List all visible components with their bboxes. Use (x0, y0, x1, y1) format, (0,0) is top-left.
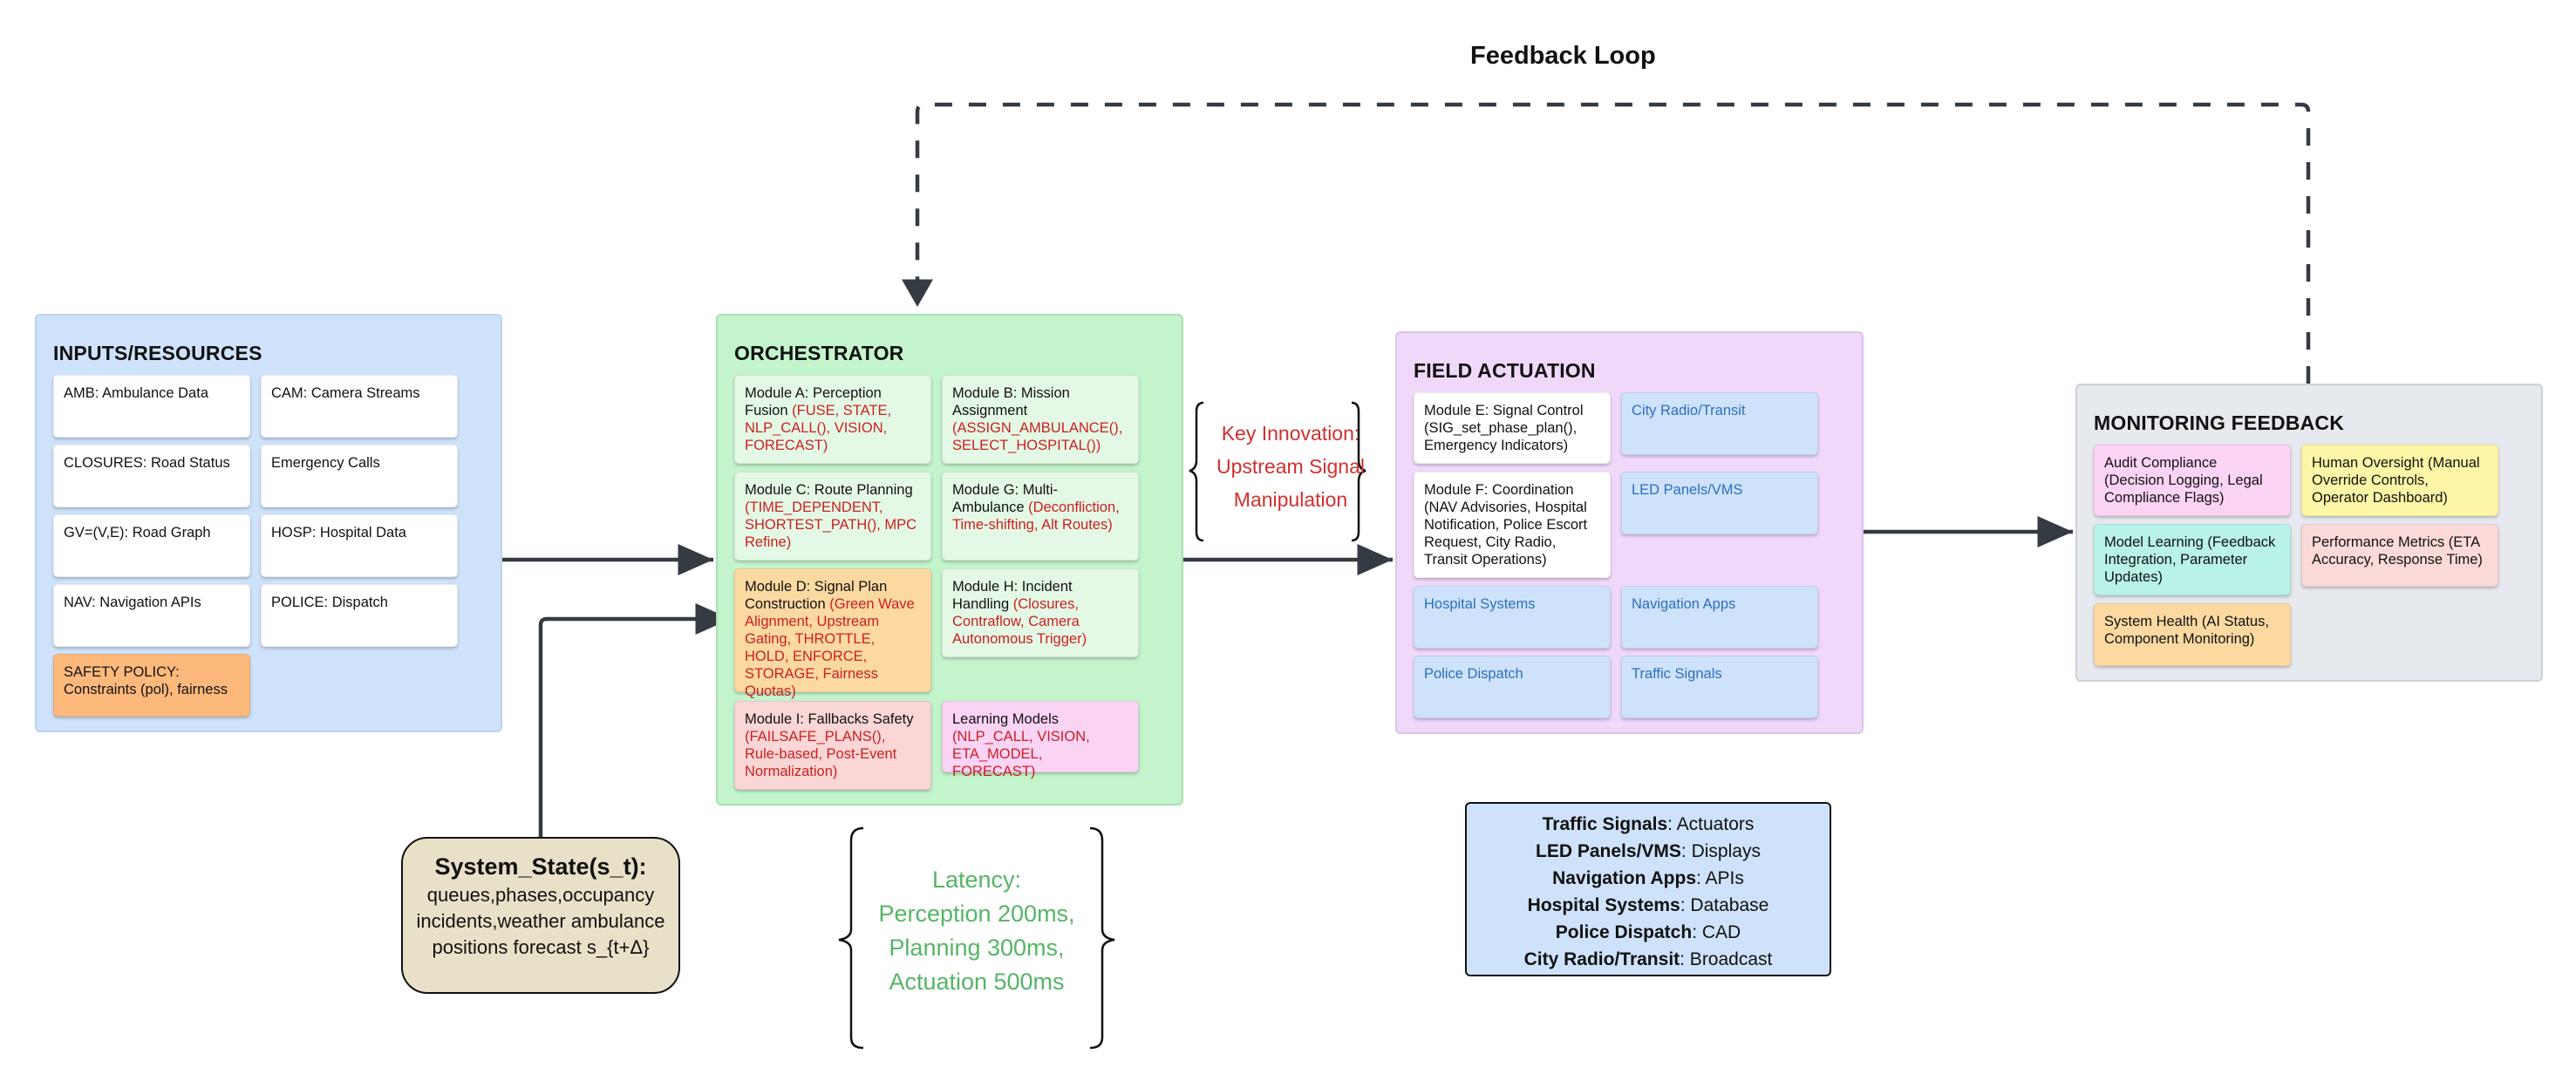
arrow-tick (680, 552, 687, 568)
input-ambulance-data[interactable]: AMB: Ambulance Data (53, 375, 250, 438)
actuator-traffic-signals[interactable]: Traffic Signals (1621, 656, 1818, 718)
module-name: Module G: Multi-Ambulance (952, 482, 1059, 515)
monitor-performance-metrics[interactable]: Performance Metrics (ETA Accuracy, Respo… (2301, 524, 2498, 587)
system-state-box[interactable]: System_State(s_t): queues,phases,occupan… (401, 837, 680, 994)
module-a-perception-fusion[interactable]: Module A: Perception Fusion (FUSE, STATE… (734, 375, 931, 464)
legend-device: City Radio/Transit (1523, 949, 1680, 969)
legend-device: LED Panels/VMS (1536, 841, 1681, 861)
latency-line: Latency: (931, 867, 1022, 893)
module-name: Module D: Signal Plan Construction (745, 579, 888, 612)
input-camera-streams[interactable]: CAM: Camera Streams (261, 375, 458, 438)
module-detail: (FUSE, STATE, NLP_CALL(), VISION, FORECA… (745, 403, 892, 453)
actuator-city-radio-transit[interactable]: City Radio/Transit (1621, 392, 1818, 455)
legend-device: Traffic Signals (1542, 814, 1668, 834)
monitor-system-health[interactable]: System Health (AI Status, Component Moni… (2094, 603, 2291, 666)
key-innovation-line: Key Innovation: (1221, 422, 1360, 445)
state-to-orchestrator-arrow (538, 603, 731, 837)
input-navigation-apis[interactable]: NAV: Navigation APIs (53, 584, 250, 647)
module-detail: (ASSIGN_AMBULANCE(), SELECT_HOSPITAL()) (952, 420, 1123, 453)
module-c-route-planning[interactable]: Module C: Route Planning (TIME_DEPENDENT… (734, 472, 931, 561)
system-state-line: positions forecast s_{t+Δ} (432, 936, 650, 958)
monitoring-feedback-panel: MONITORING FEEDBACK Audit Compliance (De… (2075, 384, 2543, 682)
module-e-signal-control[interactable]: Module E: Signal Control (SIG_set_phase_… (1414, 392, 1611, 464)
module-detail: (FAILSAFE_PLANS(), Rule-based, Post-Even… (745, 729, 897, 779)
system-state-title: System_State(s_t): (434, 853, 647, 880)
key-innovation-line: Manipulation (1233, 488, 1348, 511)
latency-line: Actuation 500ms (889, 969, 1065, 995)
latency-note: Latency: Perception 200ms, Planning 300m… (850, 863, 1103, 999)
system-state-line: queues,phases,occupancy (426, 884, 655, 906)
device-type-legend: Traffic Signals: Actuators LED Panels/VM… (1465, 802, 1831, 976)
module-f-coordination[interactable]: Module F: Coordination (NAV Advisories, … (1414, 472, 1611, 578)
module-detail: (NLP_CALL, VISION, ETA_MODEL, FORECAST) (952, 729, 1090, 779)
module-b-mission-assignment[interactable]: Module B: Mission Assignment (ASSIGN_AMB… (942, 375, 1139, 464)
module-name: Module H: Incident Handling (952, 579, 1073, 612)
monitor-audit-compliance[interactable]: Audit Compliance (Decision Logging, Lega… (2094, 445, 2291, 516)
legend-type: : Database (1680, 895, 1769, 915)
monitor-model-learning[interactable]: Model Learning (Feedback Integration, Pa… (2094, 524, 2291, 595)
feedback-loop-label: Feedback Loop (1470, 42, 1656, 70)
legend-type: : Broadcast (1680, 949, 1773, 969)
legend-row: Hospital Systems: Database (1467, 892, 1830, 919)
actuator-hospital-systems[interactable]: Hospital Systems (1414, 586, 1611, 649)
field-actuation-panel: FIELD ACTUATION Module E: Signal Control… (1395, 331, 1864, 734)
module-name: Module I: Fallbacks Safety (745, 711, 914, 727)
legend-type: : APIs (1696, 868, 1744, 888)
module-detail: (Deconfliction, Time-shifting, Alt Route… (952, 500, 1120, 533)
legend-device: Police Dispatch (1555, 922, 1693, 942)
module-detail: (Green Wave Alignment, Upstream Gating, … (745, 596, 915, 699)
input-road-graph[interactable]: GV=(V,E): Road Graph (53, 514, 250, 577)
input-hospital-data[interactable]: HOSP: Hospital Data (261, 514, 458, 577)
orchestrator-title: ORCHESTRATOR (734, 342, 904, 364)
legend-device: Hospital Systems (1527, 895, 1680, 915)
inputs-title: INPUTS/RESOURCES (53, 342, 262, 364)
latency-line: Planning 300ms, (889, 935, 1065, 961)
legend-type: : CAD (1692, 922, 1741, 942)
orchestrator-panel: ORCHESTRATOR Module A: Perception Fusion… (716, 314, 1183, 806)
learning-models[interactable]: Learning Models (NLP_CALL, VISION, ETA_M… (942, 701, 1139, 779)
input-emergency-calls[interactable]: Emergency Calls (261, 445, 458, 507)
module-name: Module B: Mission Assignment (952, 385, 1070, 418)
module-d-signal-plan-construction[interactable]: Module D: Signal Plan Construction (Gree… (734, 568, 931, 699)
legend-type: : Actuators (1667, 814, 1755, 834)
inputs-resources-panel: INPUTS/RESOURCES AMB: Ambulance Data CAM… (35, 314, 502, 732)
field-actuation-title: FIELD ACTUATION (1414, 359, 1596, 382)
input-police-dispatch[interactable]: POLICE: Dispatch (261, 584, 458, 647)
monitor-human-oversight[interactable]: Human Oversight (Manual Override Control… (2301, 445, 2498, 516)
monitoring-title: MONITORING FEEDBACK (2094, 411, 2345, 434)
latency-line: Perception 200ms, (878, 901, 1075, 927)
input-road-status[interactable]: CLOSURES: Road Status (53, 445, 250, 507)
actuator-police-dispatch[interactable]: Police Dispatch (1414, 656, 1611, 718)
input-safety-policy[interactable]: SAFETY POLICY: Constraints (pol), fairne… (53, 654, 250, 717)
module-i-fallbacks-safety[interactable]: Module I: Fallbacks Safety (FAILSAFE_PLA… (734, 701, 931, 790)
module-detail: (TIME_DEPENDENT, SHORTEST_PATH(), MPC Re… (745, 500, 917, 550)
system-state-line: incidents,weather ambulance (416, 910, 665, 932)
legend-row: City Radio/Transit: Broadcast (1467, 946, 1830, 973)
legend-device: Navigation Apps (1552, 868, 1697, 888)
key-innovation-line: Upstream Signal (1216, 455, 1366, 478)
module-name: Module A: Perception Fusion (745, 385, 882, 418)
module-g-multi-ambulance[interactable]: Module G: Multi-Ambulance (Deconfliction… (942, 472, 1139, 561)
actuator-led-panels-vms[interactable]: LED Panels/VMS (1621, 472, 1818, 534)
legend-row: Navigation Apps: APIs (1467, 865, 1830, 892)
module-h-incident-handling[interactable]: Module H: Incident Handling (Closures, C… (942, 568, 1139, 657)
legend-type: : Displays (1680, 841, 1761, 861)
module-name: Learning Models (952, 711, 1059, 727)
legend-row: LED Panels/VMS: Displays (1467, 838, 1830, 865)
actuator-navigation-apps[interactable]: Navigation Apps (1621, 586, 1818, 649)
key-innovation-note: Key Innovation: Upstream Signal Manipula… (1186, 417, 1395, 516)
module-name: Module C: Route Planning (745, 482, 913, 498)
legend-row: Police Dispatch: CAD (1467, 919, 1830, 946)
legend-row: Traffic Signals: Actuators (1467, 811, 1830, 838)
module-detail: (Closures, Contraflow, Camera Autonomous… (952, 596, 1087, 647)
